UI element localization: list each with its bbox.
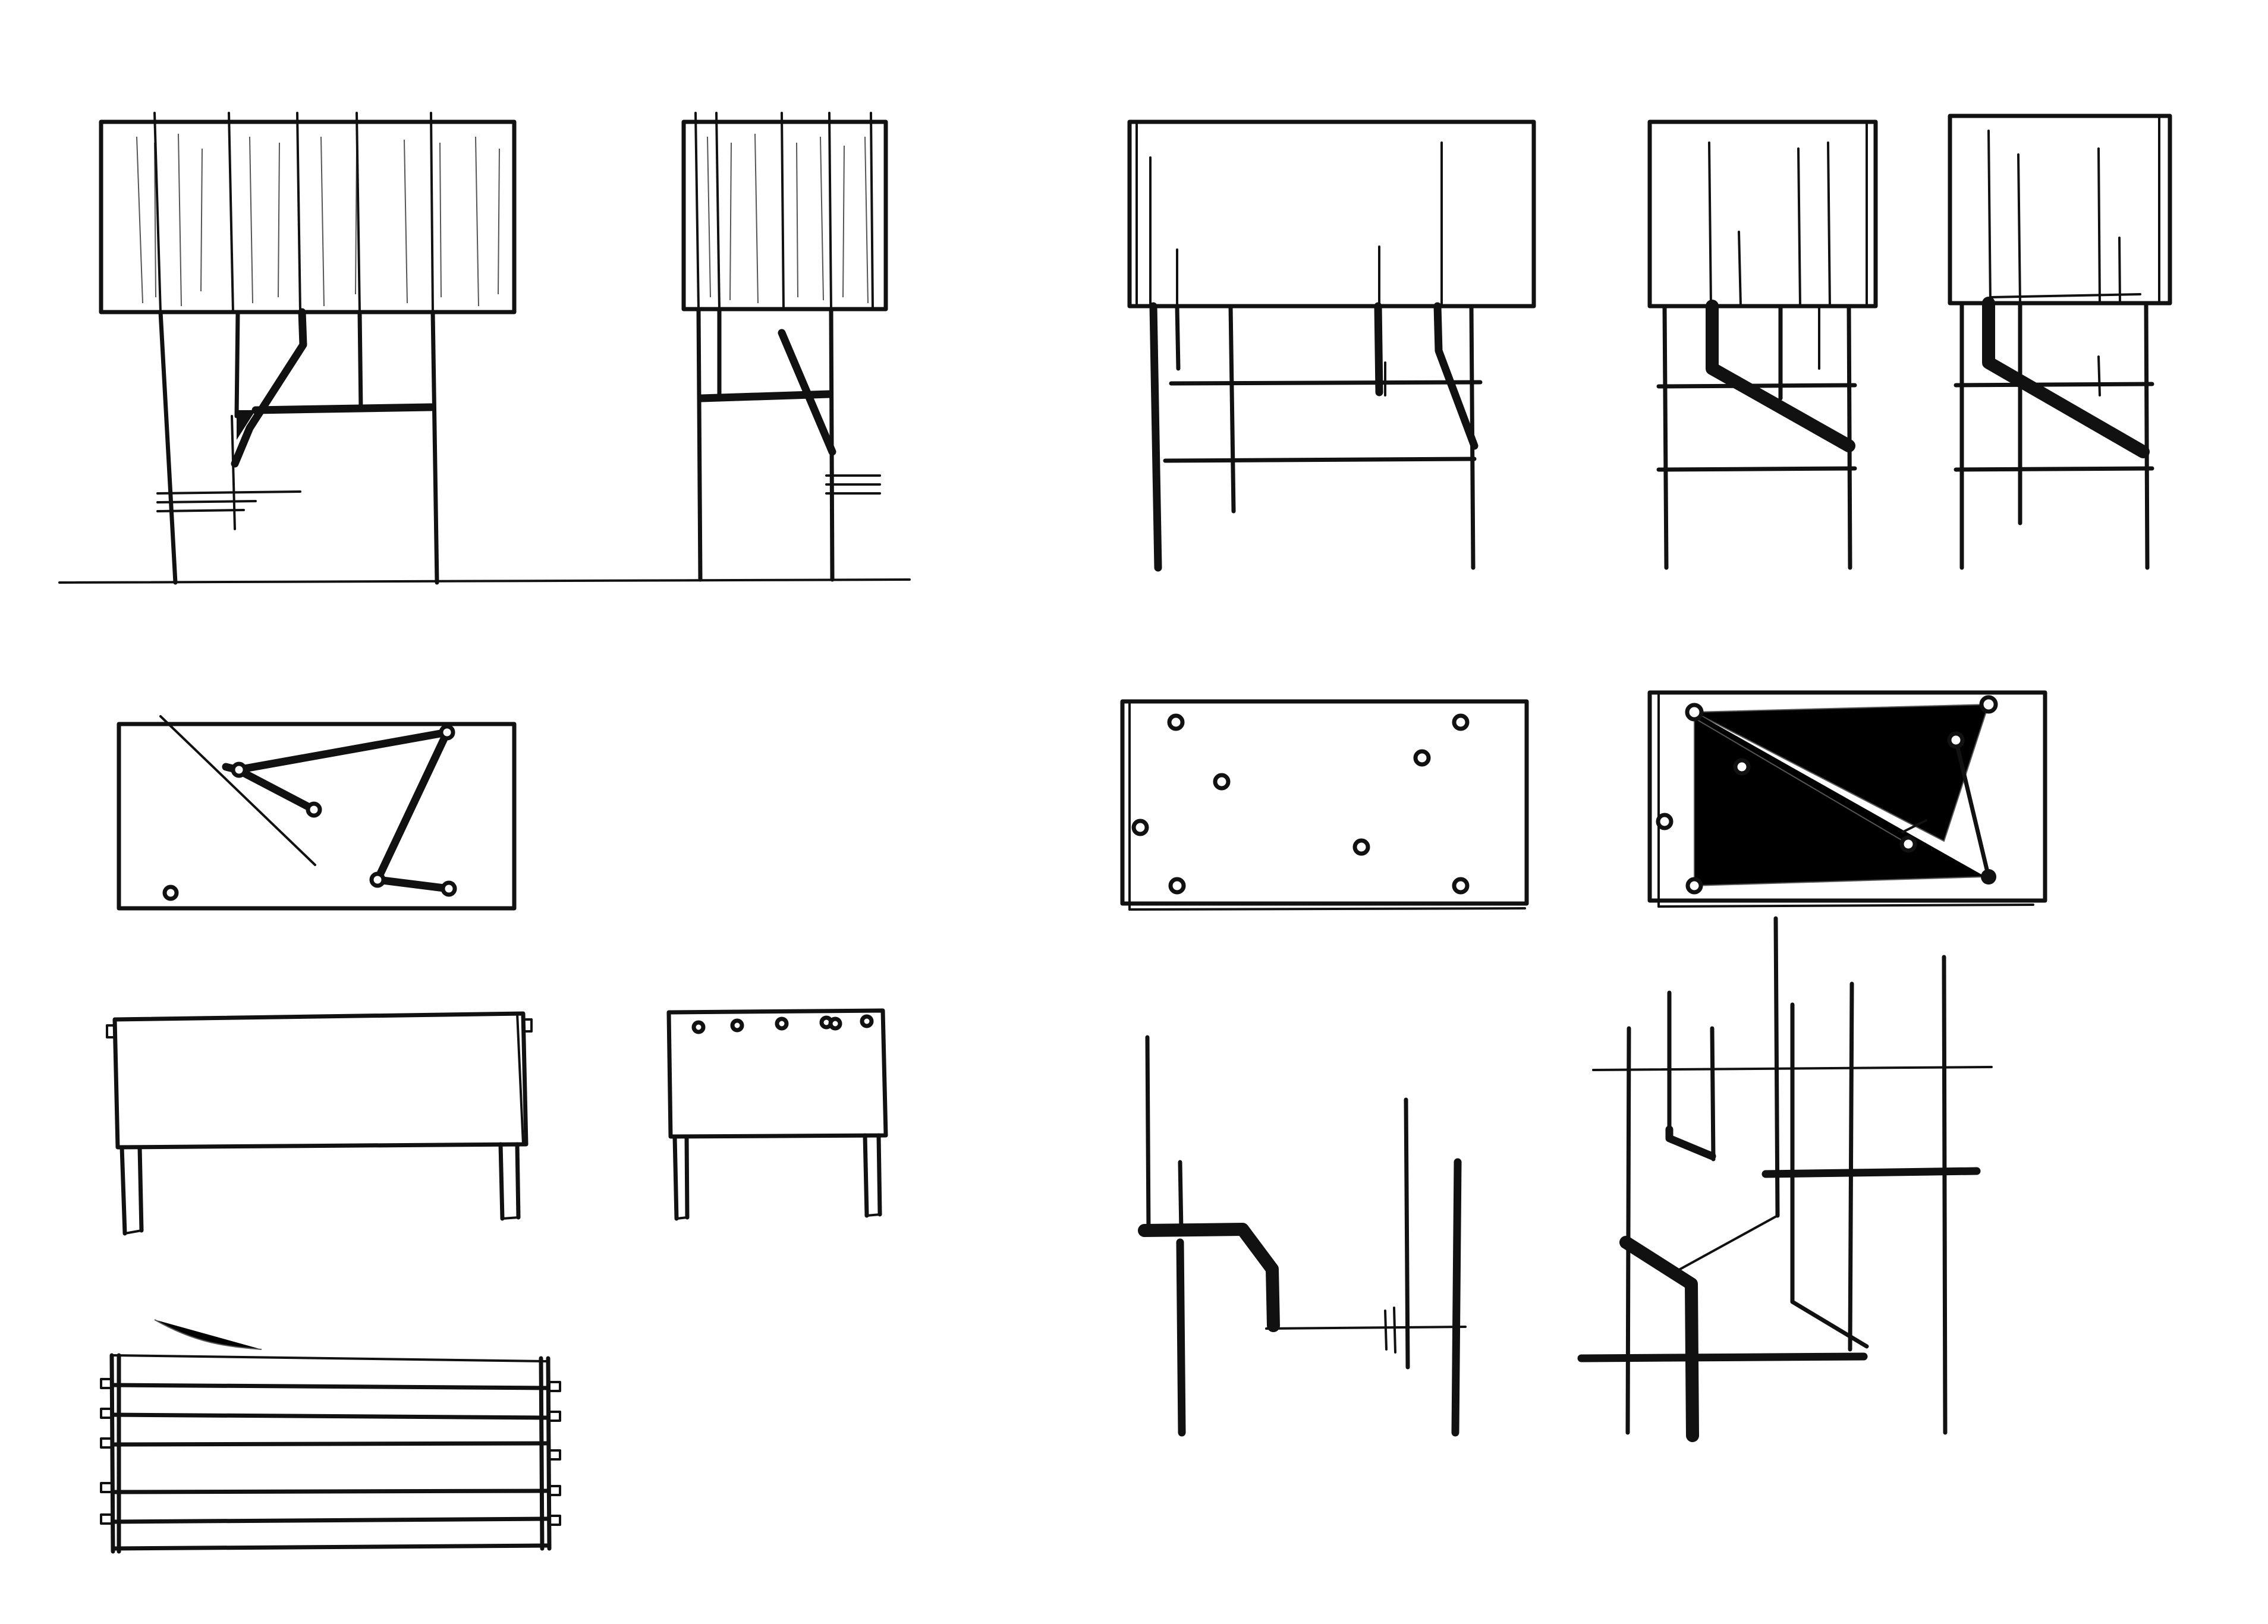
table-side-elevation-a	[1647, 119, 1878, 570]
table-side-simple	[666, 1008, 888, 1221]
curtain-table-side-elevation	[681, 112, 888, 582]
tabletop-plan-with-struts	[117, 715, 517, 911]
table-front-elevation-crossbars	[1127, 119, 1536, 572]
abstract-line-study-a	[1138, 1035, 1467, 1437]
tabletop-slatted-plan	[100, 1319, 561, 1554]
table-side-elevation-b	[1948, 114, 2172, 570]
curtain-table-front-elevation	[58, 112, 911, 585]
tabletop-plan-dots-connected	[1647, 690, 2047, 908]
abstract-line-study-b	[1577, 916, 1993, 1442]
tabletop-plan-dots	[1120, 699, 1529, 911]
table-front-simple	[106, 1011, 533, 1236]
